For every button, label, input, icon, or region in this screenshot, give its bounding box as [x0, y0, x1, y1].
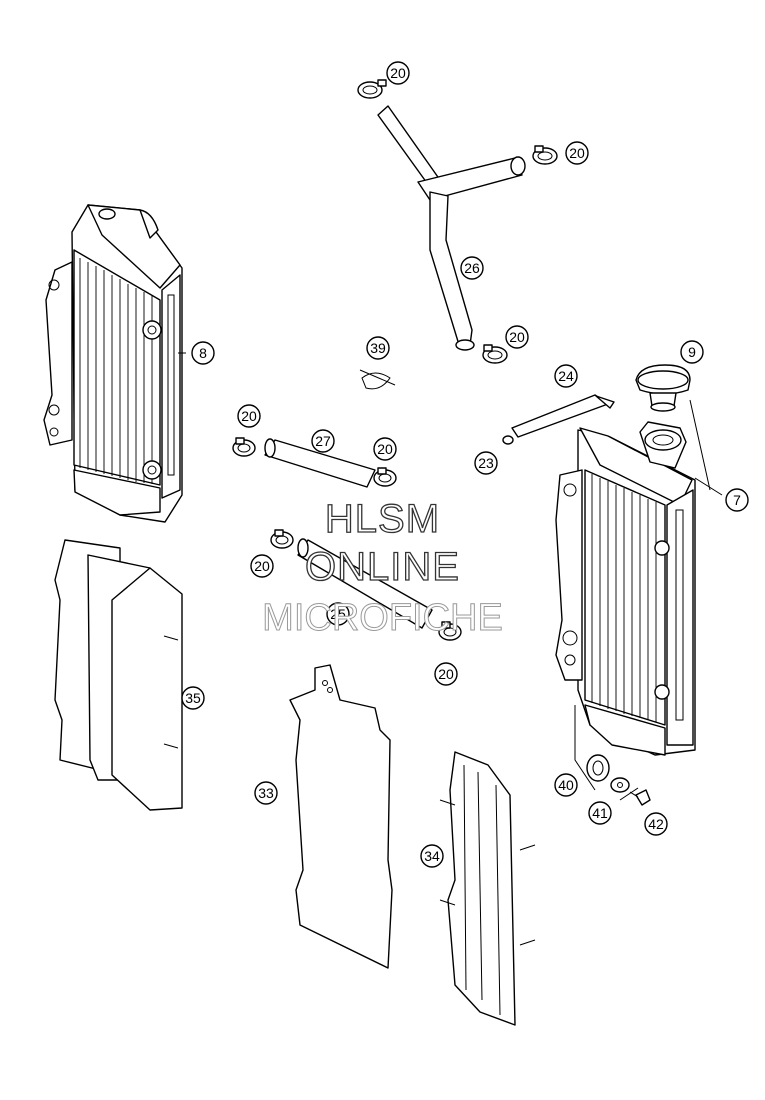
- callout-8: 8: [191, 341, 215, 365]
- radiator-guard-35: [54, 539, 183, 811]
- callout-20-center: 20: [373, 437, 397, 461]
- svg-text:42: 42: [648, 816, 664, 832]
- left-radiator: [43, 204, 183, 523]
- svg-text:26: 26: [464, 260, 480, 276]
- callout-7: 7: [725, 488, 749, 512]
- y-hose: [377, 105, 526, 351]
- callout-26: 26: [460, 256, 484, 280]
- svg-text:25: 25: [330, 606, 346, 622]
- cable-tie-39: [359, 369, 396, 390]
- clamp-right-top: [532, 145, 558, 165]
- hose-27: [264, 438, 376, 488]
- clamp-top: [357, 79, 387, 99]
- callout-20-lower: 20: [434, 662, 458, 686]
- hose-24: [511, 394, 615, 438]
- svg-text:24: 24: [558, 368, 574, 384]
- svg-text:20: 20: [254, 558, 270, 574]
- callout-20-lower-left: 20: [250, 554, 274, 578]
- svg-text:34: 34: [424, 848, 440, 864]
- svg-text:41: 41: [592, 805, 608, 821]
- svg-text:40: 40: [558, 777, 574, 793]
- hose-25: [297, 538, 433, 629]
- callout-23: 23: [474, 451, 498, 475]
- watermark-line-3: MICROFICHE: [262, 597, 504, 640]
- svg-text:20: 20: [241, 408, 257, 424]
- screw-42: [629, 789, 651, 806]
- callout-42: 42: [644, 812, 668, 836]
- leader-lines: [178, 352, 723, 801]
- svg-text:33: 33: [258, 785, 274, 801]
- svg-text:39: 39: [370, 340, 386, 356]
- svg-text:7: 7: [733, 492, 741, 508]
- svg-text:20: 20: [390, 65, 406, 81]
- callout-27: 27: [311, 429, 335, 453]
- clamp-27-left: [232, 437, 256, 457]
- watermark-line-1: HLSM: [324, 496, 441, 541]
- callouts: 20 20 26 20 8 39 9 24 20 27 20 23 7 20 2…: [181, 61, 749, 868]
- svg-text:27: 27: [315, 433, 331, 449]
- callout-20-top: 20: [386, 61, 410, 85]
- radiator-cap-9: [635, 364, 691, 412]
- callout-20-right-top: 20: [565, 141, 589, 165]
- radiator-guard-33: [289, 664, 393, 969]
- clamp-25-left: [270, 529, 294, 549]
- washer-41: [610, 777, 630, 793]
- callout-34: 34: [420, 844, 444, 868]
- grommet-40: [586, 754, 610, 782]
- clamp-27-right: [373, 467, 397, 487]
- callout-20-left: 20: [237, 404, 261, 428]
- svg-text:35: 35: [185, 690, 201, 706]
- callout-33: 33: [254, 781, 278, 805]
- clamp-23: [502, 435, 514, 445]
- callout-40: 40: [554, 773, 578, 797]
- callout-20-mid: 20: [505, 325, 529, 349]
- svg-text:20: 20: [569, 145, 585, 161]
- callout-35: 35: [181, 686, 205, 710]
- left-radiator-fins: [79, 258, 153, 484]
- watermark-line-2: ONLINE: [304, 544, 460, 589]
- right-radiator: [555, 421, 696, 756]
- clamp-mid: [482, 344, 508, 364]
- clamp-25-right: [438, 621, 462, 641]
- callout-39: 39: [366, 336, 390, 360]
- svg-text:20: 20: [377, 441, 393, 457]
- right-radiator-fins: [591, 474, 657, 722]
- callout-9: 9: [680, 340, 704, 364]
- svg-text:20: 20: [438, 666, 454, 682]
- callout-41: 41: [588, 801, 612, 825]
- svg-text:8: 8: [199, 345, 207, 361]
- callout-24: 24: [554, 364, 578, 388]
- callout-25: 25: [326, 602, 350, 626]
- svg-text:23: 23: [478, 455, 494, 471]
- radiator-guard-34: [439, 751, 536, 1026]
- hose-clamps: [232, 79, 558, 641]
- svg-text:9: 9: [688, 344, 696, 360]
- svg-text:20: 20: [509, 329, 525, 345]
